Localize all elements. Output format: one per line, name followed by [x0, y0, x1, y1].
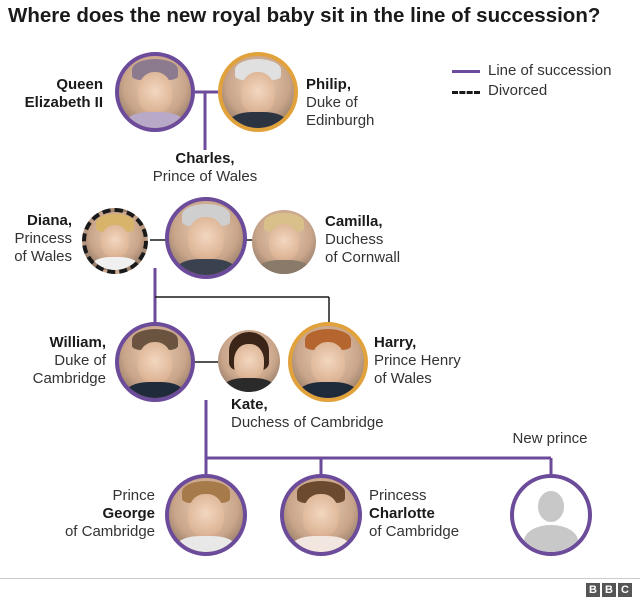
- william-body-shape: [124, 382, 186, 398]
- queen-body-shape: [124, 112, 186, 128]
- diana-portrait: [82, 208, 148, 274]
- george-label: Prince George of Cambridge: [65, 487, 155, 541]
- harry-title-2: of Wales: [374, 370, 432, 387]
- legend-succession-label: Line of succession: [488, 62, 612, 79]
- silhouette-head-shape: [537, 491, 565, 523]
- william-title-2: Cambridge: [32, 370, 106, 387]
- diana-title-2: of Wales: [14, 248, 72, 265]
- bbc-logo: B B C: [586, 583, 632, 597]
- diana-body-shape: [90, 257, 140, 270]
- graphic-title: Where does the new royal baby sit in the…: [8, 4, 601, 27]
- charles-body-shape: [174, 258, 238, 275]
- bbc-logo-letter-1: B: [586, 583, 600, 597]
- footer-divider: [0, 578, 640, 579]
- philip-title-1: Duke of: [306, 94, 358, 111]
- charles-title: Prince of Wales: [152, 168, 258, 185]
- william-title-1: Duke of: [54, 352, 106, 369]
- camilla-face-shape: [268, 224, 300, 262]
- harry-label: Harry, Prince Henry of Wales: [374, 334, 461, 388]
- philip-name: Philip,: [306, 76, 351, 93]
- harry-name: Harry,: [374, 334, 417, 351]
- diana-face-shape: [101, 224, 129, 259]
- charlotte-name: Charlotte: [369, 505, 435, 522]
- legend-succession-swatch: [452, 70, 480, 73]
- charlotte-body-shape: [289, 535, 353, 552]
- charles-face-shape: [188, 217, 224, 261]
- philip-label: Philip, Duke of Edinburgh: [306, 76, 374, 130]
- queen-portrait: [115, 52, 195, 132]
- charles-portrait: [165, 197, 247, 279]
- george-portrait: [165, 474, 247, 556]
- george-title: of Cambridge: [64, 523, 155, 540]
- kate-face-shape: [234, 343, 264, 380]
- philip-face-shape: [240, 71, 276, 114]
- charlotte-label: Princess Charlotte of Cambridge: [369, 487, 459, 541]
- diana-title-1: Princess: [14, 230, 72, 247]
- harry-face-shape: [310, 341, 346, 384]
- william-name: William,: [49, 334, 106, 351]
- kate-title: Duchess of Cambridge: [231, 414, 384, 431]
- diana-label: Diana, Princess of Wales: [14, 212, 72, 266]
- camilla-name: Camilla,: [325, 213, 383, 230]
- camilla-label: Camilla, Duchess of Cornwall: [325, 213, 400, 267]
- harry-portrait: [288, 322, 368, 402]
- queen-name: Queen: [56, 76, 103, 93]
- legend-divorced-swatch: [452, 91, 480, 94]
- charlotte-portrait: [280, 474, 362, 556]
- family-lines: [150, 239, 330, 363]
- kate-body-shape: [222, 378, 276, 392]
- william-portrait: [115, 322, 195, 402]
- new-prince-name: New prince: [512, 430, 588, 447]
- william-face-shape: [137, 341, 173, 384]
- kate-portrait: [218, 330, 280, 392]
- queen-face-shape: [137, 71, 173, 114]
- george-name: George: [102, 505, 155, 522]
- charles-name: Charles,: [175, 150, 235, 167]
- silhouette-shoulders-shape: [524, 525, 578, 552]
- charlotte-prefix: Princess: [369, 487, 427, 504]
- harry-title-1: Prince Henry: [374, 352, 461, 369]
- new-prince-label: New prince: [490, 430, 610, 448]
- george-body-shape: [174, 535, 238, 552]
- bbc-logo-letter-3: C: [618, 583, 632, 597]
- charles-label: Charles, Prince of Wales: [135, 150, 275, 186]
- philip-body-shape: [227, 112, 289, 128]
- camilla-portrait: [252, 210, 316, 274]
- new-prince-placeholder-portrait: [510, 474, 592, 556]
- diana-name: Diana,: [26, 212, 72, 229]
- legend-divorced-label: Divorced: [488, 82, 548, 99]
- charlotte-title: of Cambridge: [369, 523, 460, 540]
- camilla-title-1: Duchess: [325, 231, 384, 248]
- camilla-title-2: of Cornwall: [325, 249, 401, 266]
- george-face-shape: [188, 494, 224, 538]
- kate-label: Kate, Duchess of Cambridge: [231, 396, 384, 432]
- bbc-logo-letter-2: B: [602, 583, 616, 597]
- camilla-body-shape: [257, 259, 311, 274]
- harry-body-shape: [297, 382, 359, 398]
- kate-name: Kate,: [231, 396, 268, 413]
- william-label: William, Duke of Cambridge: [33, 334, 106, 388]
- succession-lines: [153, 90, 553, 474]
- george-prefix: Prince: [112, 487, 155, 504]
- queen-title: Elizabeth II: [24, 94, 103, 111]
- charlotte-face-shape: [303, 494, 339, 538]
- philip-title-2: Edinburgh: [306, 112, 375, 129]
- philip-portrait: [218, 52, 298, 132]
- queen-label: Queen Elizabeth II: [25, 76, 103, 112]
